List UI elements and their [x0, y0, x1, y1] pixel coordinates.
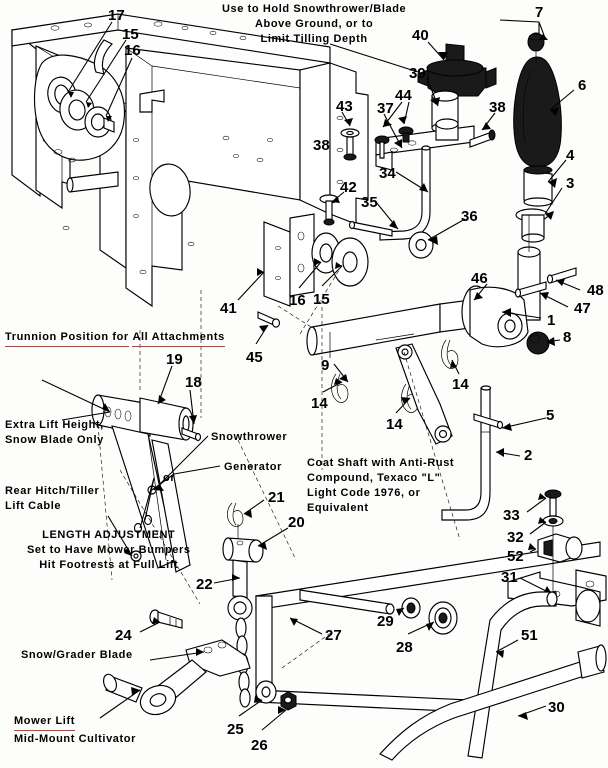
spring-4 [523, 165, 553, 207]
quadrant-knob-assembly [33, 39, 126, 163]
note-line: LENGTH ADJUSTMENT [42, 529, 176, 541]
callout-6: 6 [578, 77, 587, 94]
callout-22: 22 [196, 576, 213, 593]
washer-25-nut-26 [255, 680, 297, 711]
note-hold-height: Use to Hold Snowthrower/Blade Above Grou… [222, 2, 406, 47]
callout-1: 1 [547, 312, 556, 329]
callout-26: 26 [251, 737, 268, 754]
callout-44: 44 [395, 87, 412, 104]
callout-51: 51 [521, 627, 538, 644]
callout-14c: 14 [452, 376, 469, 393]
callout-38a: 38 [489, 99, 506, 116]
note-line: Set to Have Mower Bumpers [27, 544, 191, 556]
callout-42: 42 [340, 179, 357, 196]
callout-9: 9 [321, 357, 330, 374]
callout-16a: 16 [124, 42, 141, 59]
bearing-29-28 [401, 597, 458, 635]
callout-37: 37 [377, 100, 394, 117]
label-snow-grader-blade: Snow/Grader Blade [21, 649, 133, 661]
callout-8: 8 [563, 329, 572, 346]
note-line: Use to Hold Snowthrower/Blade [222, 3, 407, 15]
pedal-arm-assembly [103, 609, 251, 716]
callout-39: 39 [409, 65, 426, 82]
callout-14a: 14 [311, 395, 328, 412]
callout-52: 52 [507, 548, 524, 565]
callout-15b: 15 [313, 291, 330, 308]
label-snowthrower: Snowthrower [211, 431, 288, 443]
depth-stop-bracket-assembly [340, 43, 497, 171]
label-or: or [163, 472, 176, 484]
turnbuckle-chain-assembly [222, 502, 264, 708]
note-line: Light Code 1976, or [307, 487, 421, 499]
callout-43: 43 [336, 98, 353, 115]
note-line: Equivalent [307, 502, 369, 514]
callout-16b: 16 [289, 292, 306, 309]
callout-33: 33 [503, 507, 520, 524]
callout-31: 31 [501, 569, 518, 586]
callout-4: 4 [566, 147, 575, 164]
cross-shaft-assembly [306, 267, 577, 445]
callout-18: 18 [185, 374, 202, 391]
note-line: All Attachments [132, 330, 225, 347]
callout-20: 20 [288, 514, 305, 531]
callout-17: 17 [108, 7, 125, 24]
callout-45: 45 [246, 349, 263, 366]
lift-handle-bar-27 [255, 541, 601, 713]
note-line: Mid-Mount Cultivator [14, 733, 136, 745]
note-length-adjustment: LENGTH ADJUSTMENT Set to Have Mower Bump… [27, 528, 191, 573]
note-line: Snow Blade Only [5, 434, 104, 446]
callout-24: 24 [115, 627, 132, 644]
note-line: Extra Lift Height, [5, 419, 104, 431]
callout-30: 30 [548, 699, 565, 716]
callout-25: 25 [227, 721, 244, 738]
callout-29: 29 [377, 613, 394, 630]
plate-41-and-washers [257, 194, 369, 328]
label-generator: Generator [224, 461, 282, 473]
callout-35: 35 [361, 194, 378, 211]
callout-47: 47 [574, 300, 591, 317]
note-line: Lift Cable [5, 500, 62, 512]
callout-5: 5 [546, 407, 555, 424]
callout-14b: 14 [386, 416, 403, 433]
callout-28: 28 [396, 639, 413, 656]
note-extra-lift-height: Extra Lift Height, Snow Blade Only [5, 418, 104, 448]
callout-3: 3 [566, 175, 575, 192]
note-line: Rear Hitch/Tiller [5, 485, 100, 497]
note-mower-lift: Mower Lift Mid-Mount Cultivator [14, 714, 136, 747]
callout-21: 21 [268, 489, 285, 506]
callout-34: 34 [379, 165, 396, 182]
callout-38b: 38 [313, 137, 330, 154]
callout-2: 2 [524, 447, 533, 464]
note-line: Limit Tilling Depth [260, 33, 368, 45]
callout-40: 40 [412, 27, 429, 44]
note-line: Trunnion Position for [5, 330, 129, 347]
note-coat-shaft: Coat Shaft with Anti-Rust Compound, Texa… [307, 456, 454, 516]
callout-15a: 15 [122, 26, 139, 43]
callout-7: 7 [535, 4, 544, 21]
chassis-frame-assembly [11, 13, 369, 308]
note-rear-hitch-tiller: Rear Hitch/Tiller Lift Cable [5, 484, 99, 514]
lift-rod-34-assembly [348, 145, 434, 259]
shaft-2-j-hook [441, 385, 504, 521]
note-line: Hit Footrests at Full Lift [39, 559, 179, 571]
callout-27: 27 [325, 627, 342, 644]
note-trunnion-position: Trunnion Position for All Attachments [5, 330, 225, 348]
note-line: Compound, Texaco "L" [307, 472, 441, 484]
callout-41: 41 [220, 300, 237, 317]
lift-rods-51-30 [379, 591, 607, 761]
callout-19: 19 [166, 351, 183, 368]
callout-48: 48 [587, 282, 604, 299]
callout-32: 32 [507, 529, 524, 546]
callout-36: 36 [461, 208, 478, 225]
note-line: Mower Lift [14, 714, 75, 731]
note-line: Coat Shaft with Anti-Rust [307, 457, 455, 469]
note-line: Above Ground, or to [254, 18, 374, 30]
callout-46: 46 [471, 270, 488, 287]
